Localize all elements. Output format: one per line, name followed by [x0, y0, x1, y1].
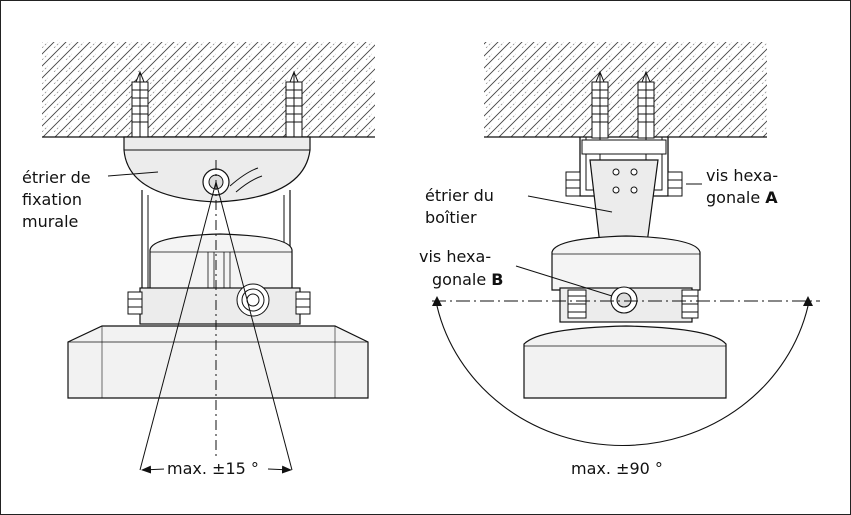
label-screw-a-line2: gonale A: [706, 188, 778, 208]
ceiling-right: [484, 42, 767, 137]
label-angle-15: max. ±15 °: [164, 459, 262, 479]
cable-gland: [236, 283, 270, 317]
label-screw-b-line2: gonale B: [432, 270, 503, 290]
left-view: [42, 42, 375, 474]
label-angle-90: max. ±90 °: [568, 459, 666, 479]
hex-screw-a-right: [667, 171, 683, 197]
leader-bracket: [107, 171, 159, 177]
label-screw-a-line1: vis hexa-: [706, 166, 779, 185]
tilt-lines-left: [139, 160, 293, 471]
angle-arrow-left-a: [141, 465, 166, 474]
leader-screw-b: [515, 265, 613, 297]
label-screw-b-word: gonale: [432, 270, 487, 289]
antenna-base-left: [67, 325, 369, 399]
label-wall-bracket-line1: étrier de: [22, 168, 91, 187]
angle-arrow-left-b: [267, 465, 292, 474]
antenna-base-right: [523, 325, 727, 399]
label-housing-bracket-line2: boîtier: [425, 208, 477, 227]
side-gland-left: [567, 289, 587, 319]
label-screw-b-letter: B: [491, 270, 504, 289]
housing-body-left: [139, 287, 301, 325]
hex-nut-right: [295, 291, 311, 315]
rotation-arc: [436, 305, 809, 446]
side-gland-right: [681, 289, 699, 319]
label-screw-b-line1: vis hexa-: [419, 247, 492, 266]
label-wall-bracket-line2: fixation: [22, 190, 82, 209]
hex-nut-left: [127, 291, 143, 315]
hex-screw-a-left: [565, 171, 581, 197]
label-screw-a-word: gonale: [706, 188, 761, 207]
housing-top-right: [551, 235, 701, 291]
label-housing-bracket-line1: étrier du: [425, 186, 494, 205]
label-screw-a-letter: A: [765, 188, 778, 207]
ceiling-left: [42, 42, 375, 137]
hex-screw-b: [610, 286, 638, 314]
label-wall-bracket-line3: murale: [22, 212, 79, 231]
wall-plug-left-2: [285, 70, 303, 150]
leader-housing-bracket: [527, 195, 613, 213]
right-view: [432, 42, 820, 446]
housing-top-left: [149, 233, 293, 291]
